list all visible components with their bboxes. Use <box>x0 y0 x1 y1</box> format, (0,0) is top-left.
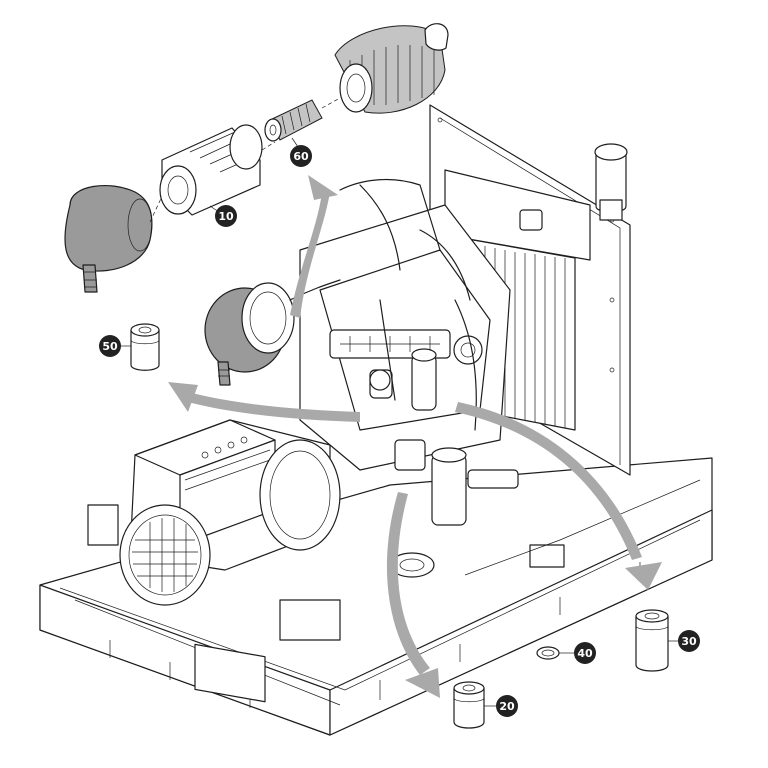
alternator <box>87 419 341 606</box>
oil-filter-20 <box>453 681 485 729</box>
callout-10: 10 <box>209 205 237 227</box>
sealing-ring-40 <box>536 646 560 660</box>
engine-filter-housing <box>411 354 437 411</box>
air-cleaner-housing <box>64 185 153 293</box>
arrow-to-50 <box>168 382 360 422</box>
control-box <box>87 504 119 546</box>
callout-50: 50 <box>99 335 131 357</box>
nameplate <box>529 544 565 568</box>
callout-20-label: 20 <box>499 700 515 713</box>
fuel-filter-30 <box>635 609 669 672</box>
callout-20: 20 <box>484 695 518 717</box>
removal-arrows <box>168 175 662 698</box>
callout-40: 40 <box>559 642 596 664</box>
callout-10-label: 10 <box>218 210 234 223</box>
callout-30: 30 <box>668 630 700 652</box>
pre-cleaner-screen <box>334 23 449 114</box>
callout-40-label: 40 <box>577 647 593 660</box>
alternator-fan-cover <box>119 504 211 606</box>
callout-50-label: 50 <box>102 340 118 353</box>
oil-filter-50 <box>130 323 160 371</box>
safety-filter-element <box>264 99 323 142</box>
arrow-to-60 <box>290 175 338 318</box>
arrow-to-20 <box>386 492 440 698</box>
callout-60-label: 60 <box>293 150 309 163</box>
base-frame <box>39 457 713 736</box>
callout-30-label: 30 <box>681 635 697 648</box>
air-filter-element <box>159 124 263 216</box>
callout-60: 60 <box>290 137 312 167</box>
air-cleaner-mounted <box>204 279 341 386</box>
arrow-to-30 <box>455 402 662 590</box>
